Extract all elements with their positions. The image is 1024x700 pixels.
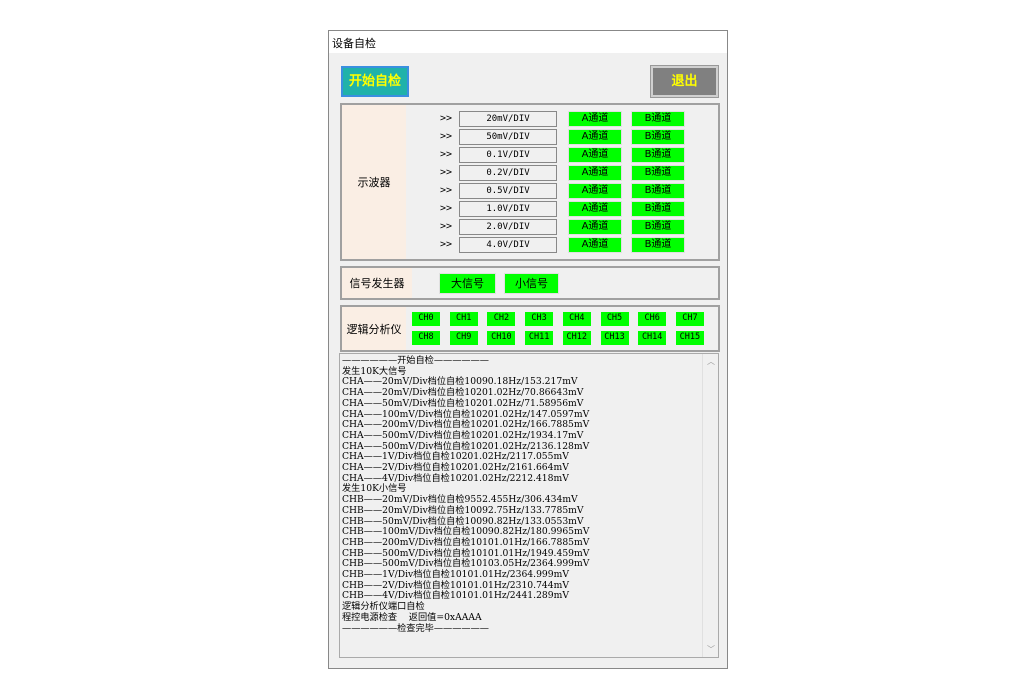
logic-channel-ch15[interactable]: CH15 [675,331,704,345]
logic-channel-ch6[interactable]: CH6 [638,312,667,326]
log-scrollbar[interactable]: ︿ ﹀ [702,354,718,657]
range-arrow: >> [440,185,453,196]
range-field: 0.5V/DIV [459,183,557,199]
log-line: CHB——20mV/Div档位自检10092.75Hz/133.7785mV [342,504,584,516]
range-field: 1.0V/DIV [459,201,557,217]
channel-a-button[interactable]: A通道 [568,219,622,235]
window-title: 设备自检 [329,31,727,53]
log-line: CHB——1V/Div档位自检10101.01Hz/2364.999mV [342,569,569,581]
log-line: 发生10K大信号 [342,365,407,377]
scroll-down-icon[interactable]: ﹀ [707,645,715,654]
channel-a-button[interactable]: A通道 [568,129,622,145]
channel-a-button[interactable]: A通道 [568,237,622,253]
exit-button[interactable]: 退出 [650,65,719,98]
signal-generator-group: 信号发生器 大信号 小信号 [340,266,720,300]
start-self-test-button[interactable]: 开始自检 [341,66,409,97]
range-arrow: >> [440,113,453,124]
logic-channel-ch11[interactable]: CH11 [525,331,554,345]
log-line: CHA——50mV/Div档位自检10201.02Hz/71.58956mV [342,397,584,409]
log-line: ——————检查完毕—————— [342,622,489,634]
log-line: CHB——500mV/Div档位自检10101.01Hz/1949.459mV [342,547,590,559]
logic-channel-ch5[interactable]: CH5 [600,312,629,326]
range-field: 50mV/DIV [459,129,557,145]
channel-b-button[interactable]: B通道 [631,183,685,199]
logic-channel-ch4[interactable]: CH4 [562,312,591,326]
channel-b-button[interactable]: B通道 [631,129,685,145]
channel-b-button[interactable]: B通道 [631,219,685,235]
range-arrow: >> [440,131,453,142]
oscilloscope-group: 示波器 >> 20mV/DIV A通道 B通道 >> 50mV/DIV A通道 B… [340,103,720,261]
log-line: 程控电源检查 返回值=0xAAAA [342,611,482,623]
logic-channel-ch1[interactable]: CH1 [449,312,478,326]
logic-channel-ch12[interactable]: CH12 [562,331,591,345]
large-signal-button[interactable]: 大信号 [439,273,496,294]
logic-channel-ch13[interactable]: CH13 [600,331,629,345]
logic-analyzer-label: 逻辑分析仪 [342,307,406,350]
log-line: CHB——20mV/Div档位自检9552.455Hz/306.434mV [342,494,578,506]
logic-channel-ch2[interactable]: CH2 [487,312,516,326]
channel-b-button[interactable]: B通道 [631,237,685,253]
log-line: CHA——100mV/Div档位自检10201.02Hz/147.0597mV [342,408,590,420]
log-line: CHB——200mV/Div档位自检10101.01Hz/166.7885mV [342,536,590,548]
log-line: CHA——2V/Div档位自检10201.02Hz/2161.664mV [342,462,569,474]
log-line: CHA——20mV/Div档位自检10090.18Hz/153.217mV [342,376,578,388]
channel-a-button[interactable]: A通道 [568,147,622,163]
log-line: CHA——200mV/Div档位自检10201.02Hz/166.7885mV [342,419,590,431]
log-line: CHB——2V/Div档位自检10101.01Hz/2310.744mV [342,579,569,591]
logic-channel-ch3[interactable]: CH3 [525,312,554,326]
device-self-test-window: 设备自检 开始自检 退出 示波器 >> 20mV/DIV A通道 B通道 >> 5… [328,30,728,669]
range-arrow: >> [440,203,453,214]
channel-b-button[interactable]: B通道 [631,165,685,181]
channel-a-button[interactable]: A通道 [568,165,622,181]
logic-channel-ch8[interactable]: CH8 [412,331,440,345]
small-signal-button[interactable]: 小信号 [504,273,559,294]
channel-a-button[interactable]: A通道 [568,183,622,199]
logic-channel-ch14[interactable]: CH14 [638,331,667,345]
channel-b-button[interactable]: B通道 [631,111,685,127]
log-line: CHA——1V/Div档位自检10201.02Hz/2117.055mV [342,451,569,463]
log-line: 发生10K小信号 [342,483,407,495]
signal-generator-label: 信号发生器 [342,268,412,298]
log-line: 逻辑分析仪端口自检 [342,601,425,613]
range-field: 4.0V/DIV [459,237,557,253]
oscilloscope-label: 示波器 [342,105,406,259]
range-field: 0.1V/DIV [459,147,557,163]
channel-a-button[interactable]: A通道 [568,201,622,217]
channel-b-button[interactable]: B通道 [631,147,685,163]
log-line: CHB——50mV/Div档位自检10090.82Hz/133.0553mV [342,515,584,527]
range-field: 2.0V/DIV [459,219,557,235]
range-arrow: >> [440,149,453,160]
log-line: CHA——4V/Div档位自检10201.02Hz/2212.418mV [342,472,569,484]
range-arrow: >> [440,167,453,178]
logic-channel-ch7[interactable]: CH7 [675,312,704,326]
channel-a-button[interactable]: A通道 [568,111,622,127]
range-arrow: >> [440,239,453,250]
range-arrow: >> [440,221,453,232]
log-line: CHA——500mV/Div档位自检10201.02Hz/1934.17mV [342,429,584,441]
log-line: ——————开始自检—————— [342,355,489,366]
logic-channel-ch10[interactable]: CH10 [487,331,516,345]
log-line: CHA——20mV/Div档位自检10201.02Hz/70.86643mV [342,387,584,399]
range-field: 20mV/DIV [459,111,557,127]
channel-b-button[interactable]: B通道 [631,201,685,217]
logic-channel-ch9[interactable]: CH9 [449,331,478,345]
scroll-up-icon[interactable]: ︿ [707,357,715,366]
log-line: CHB——4V/Div档位自检10101.01Hz/2441.289mV [342,590,569,602]
log-line: CHB——500mV/Div档位自检10103.05Hz/2364.999mV [342,558,590,570]
logic-channel-ch0[interactable]: CH0 [412,312,440,326]
log-line: CHB——100mV/Div档位自检10090.82Hz/180.9965mV [342,526,590,538]
log-line: CHA——500mV/Div档位自检10201.02Hz/2136.128mV [342,440,590,452]
range-field: 0.2V/DIV [459,165,557,181]
